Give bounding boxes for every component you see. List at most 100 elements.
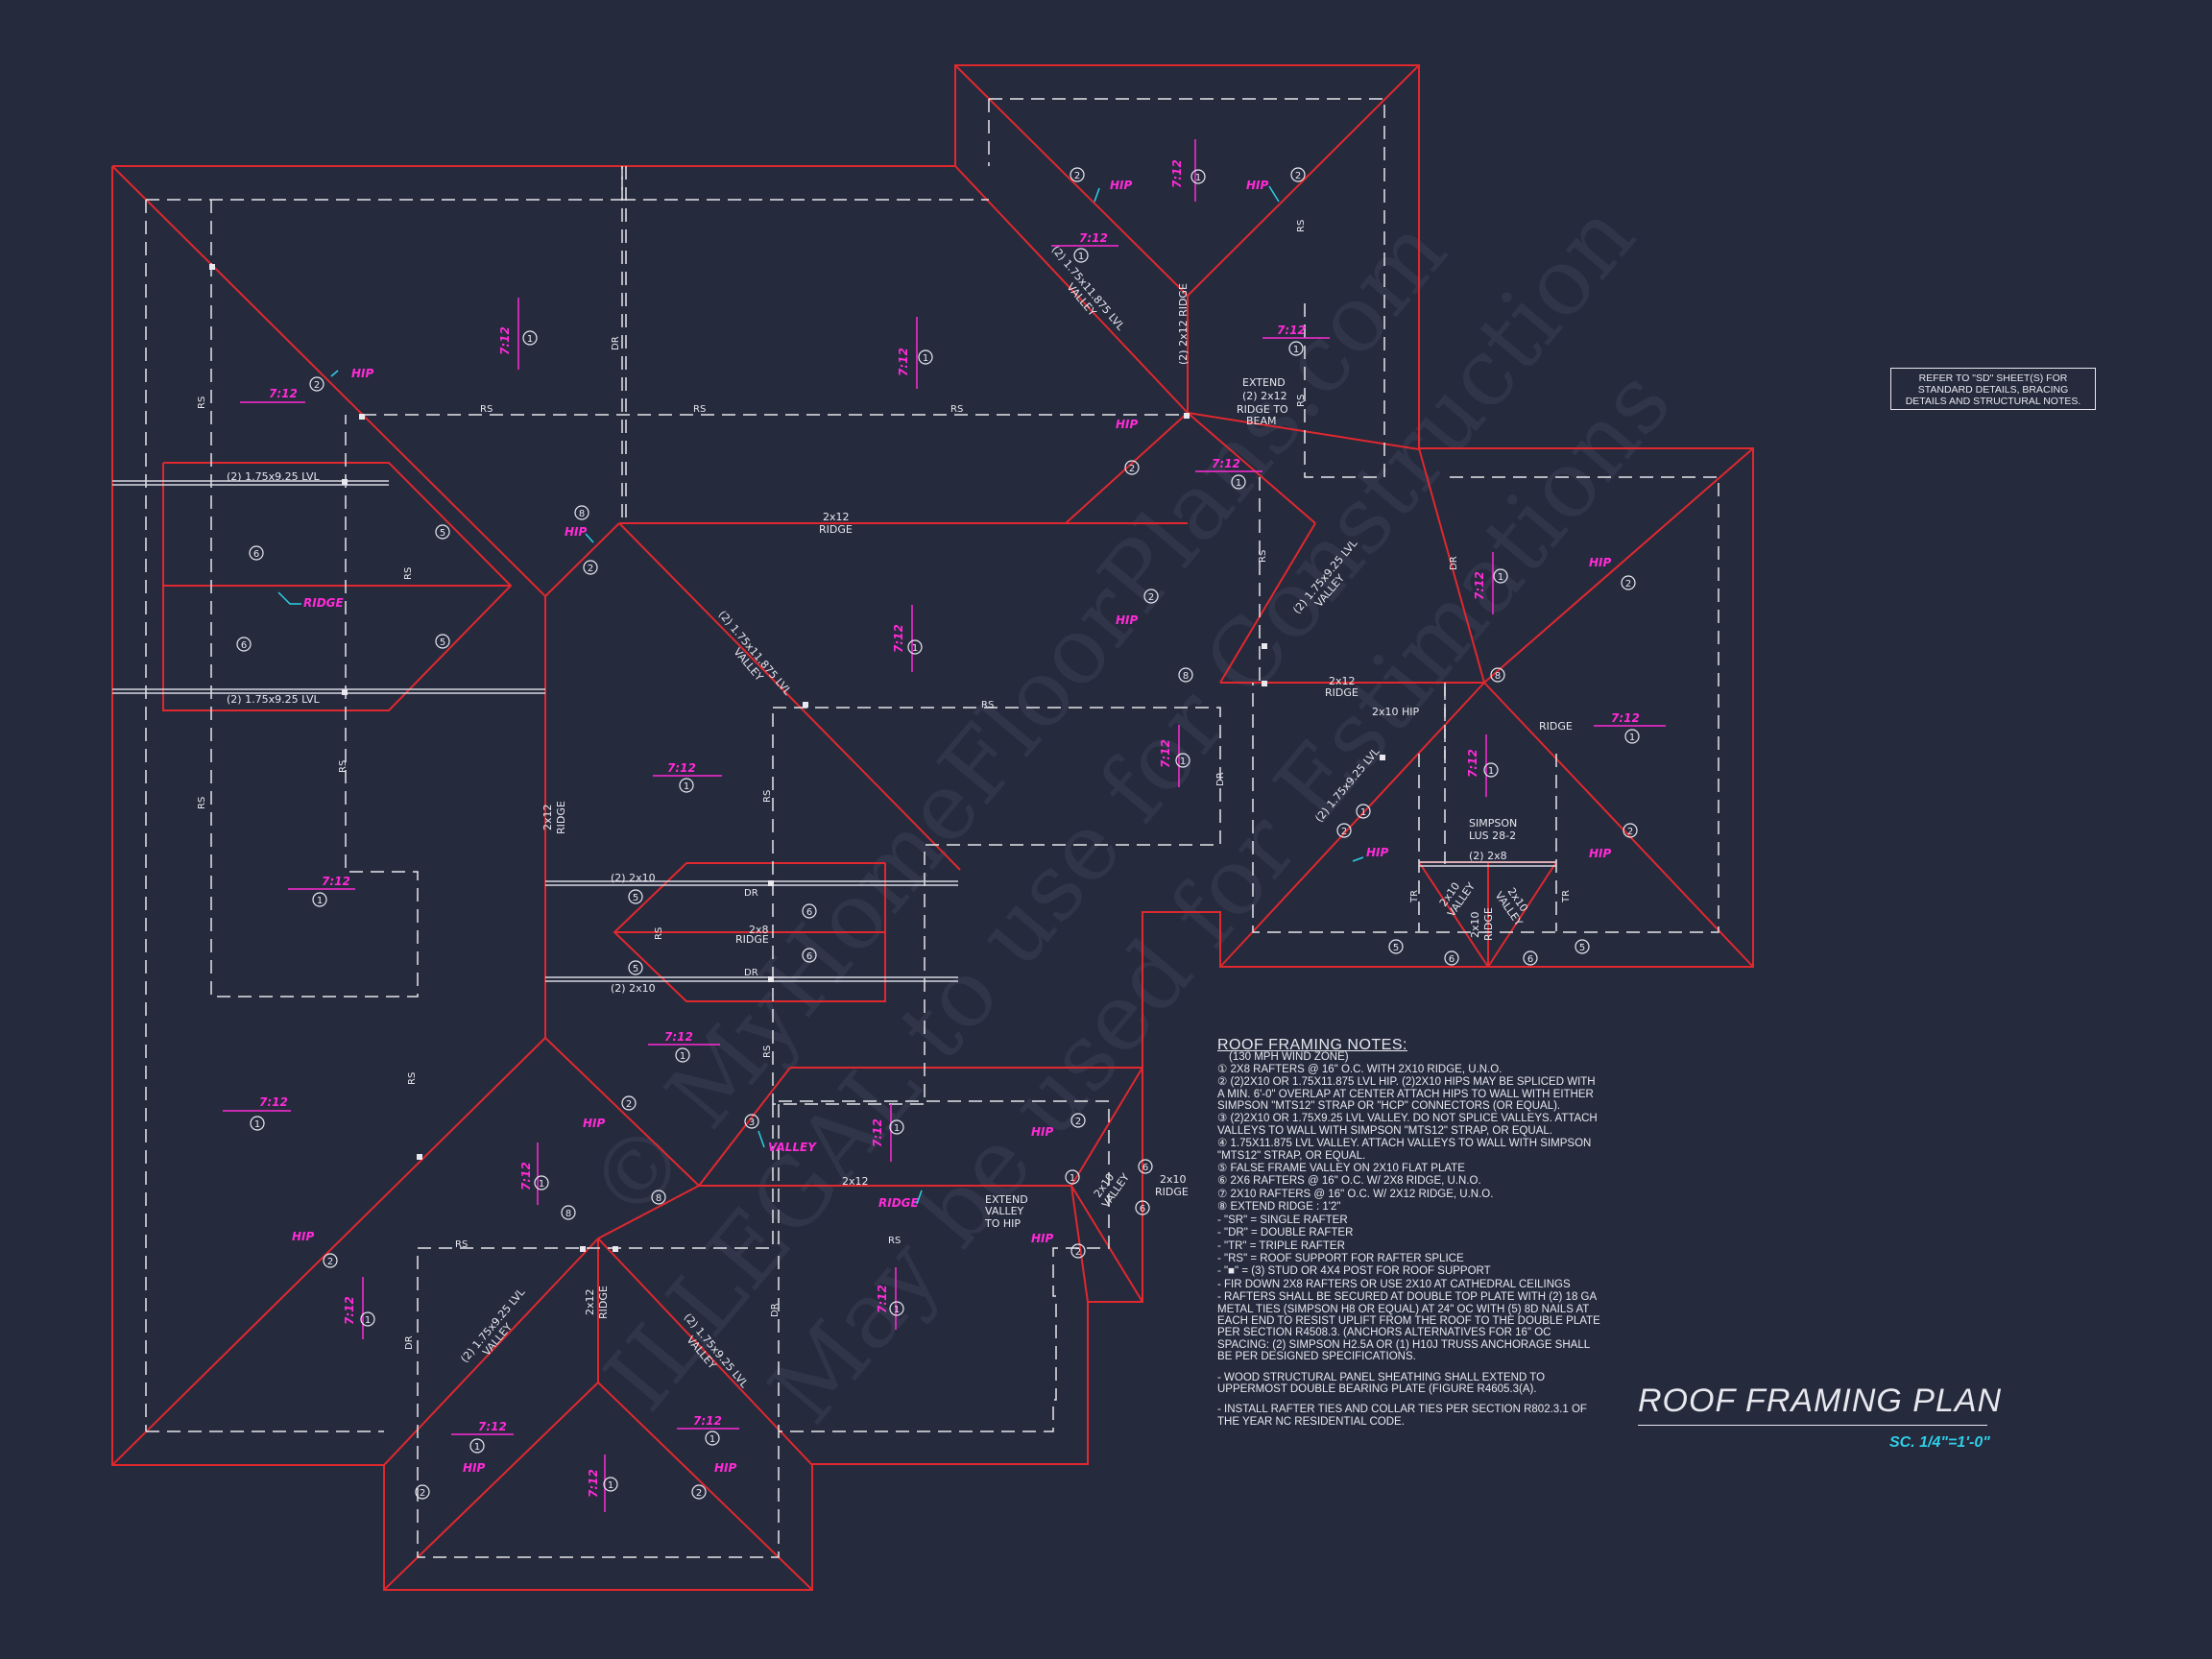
abbrev-rs: - "RS" = ROOF SUPPORT FOR RAFTER SPLICE bbox=[1217, 1252, 1464, 1264]
title-underline bbox=[1638, 1425, 1987, 1426]
svg-text:7:12: 7:12 bbox=[1277, 324, 1306, 337]
svg-text:(2) 2x8: (2) 2x8 bbox=[1469, 850, 1507, 862]
pitch-label: 7:12 bbox=[343, 1277, 364, 1339]
pitch-label: 7:12 bbox=[240, 387, 305, 403]
svg-text:2: 2 bbox=[1625, 579, 1631, 589]
svg-text:(2) 2x10: (2) 2x10 bbox=[611, 872, 656, 884]
svg-text:EXTEND: EXTEND bbox=[985, 1193, 1028, 1206]
svg-text:TR: TR bbox=[1409, 890, 1420, 903]
svg-text:1: 1 bbox=[527, 334, 533, 345]
svg-text:DR: DR bbox=[744, 968, 758, 978]
svg-text:RS: RS bbox=[762, 1046, 773, 1058]
svg-text:7:12: 7:12 bbox=[1611, 711, 1640, 725]
svg-text:7:12: 7:12 bbox=[1170, 159, 1184, 188]
svg-text:5: 5 bbox=[440, 637, 445, 648]
drawing-scale: SC. 1/4"=1'-0" bbox=[1889, 1434, 1990, 1451]
callout-1: 1 bbox=[675, 1047, 690, 1063]
callout-2: 2 bbox=[1336, 823, 1352, 838]
svg-text:HIP: HIP bbox=[1110, 179, 1133, 192]
pitch-label: 7:12 bbox=[1051, 231, 1118, 247]
callout-2: 2 bbox=[1290, 167, 1306, 182]
post-markers bbox=[209, 264, 1385, 1252]
callout-6: 6 bbox=[1523, 950, 1538, 966]
svg-text:1: 1 bbox=[365, 1315, 371, 1326]
callout-6: 6 bbox=[802, 948, 817, 963]
note-1: ① 2x8 RAFTERS @ 16" O.C. WITH 2X10 RIDGE… bbox=[1217, 1063, 1503, 1075]
svg-text:RIDGE: RIDGE bbox=[1325, 686, 1358, 699]
callout-1: 1 bbox=[1190, 169, 1206, 184]
callout-1: 1 bbox=[679, 778, 694, 793]
roof-outline bbox=[111, 64, 1754, 1591]
svg-text:HIP: HIP bbox=[351, 367, 374, 380]
svg-text:7:12: 7:12 bbox=[693, 1414, 722, 1428]
pitch-label: 7:12 bbox=[897, 317, 918, 389]
svg-text:2x12: 2x12 bbox=[584, 1288, 596, 1315]
svg-text:7:12: 7:12 bbox=[892, 624, 905, 653]
pitch-label: 7:12 bbox=[1159, 725, 1180, 787]
svg-text:SIMPSON: SIMPSON bbox=[1469, 817, 1517, 830]
svg-text:RS: RS bbox=[950, 404, 963, 415]
svg-text:7:12: 7:12 bbox=[1212, 457, 1240, 470]
svg-text:1: 1 bbox=[684, 781, 689, 792]
note-collar-ties: - INSTALL RAFTER TIES AND COLLAR TIES PE… bbox=[1217, 1404, 1587, 1428]
svg-text:7:12: 7:12 bbox=[1079, 231, 1108, 245]
svg-text:BEAM: BEAM bbox=[1246, 415, 1277, 427]
callout-8: 8 bbox=[561, 1205, 576, 1220]
callout-6: 6 bbox=[1135, 1200, 1150, 1215]
framing-abbreviations: RS RS RS RS RS RS RS RS RS RS RS RS RS R… bbox=[197, 220, 1572, 1350]
svg-text:1: 1 bbox=[894, 1305, 900, 1315]
reference-note-line: STANDARD DETAILS, BRACING bbox=[1917, 384, 2069, 396]
svg-text:LUS 28-2: LUS 28-2 bbox=[1469, 830, 1516, 842]
abbrev-tr: - "TR" = TRIPLE RAFTER bbox=[1217, 1239, 1345, 1252]
reference-note-line: DETAILS AND STRUCTURAL NOTES. bbox=[1905, 396, 2081, 407]
svg-text:7:12: 7:12 bbox=[667, 761, 696, 775]
middle-gable-bump bbox=[613, 862, 886, 1002]
svg-text:1: 1 bbox=[1629, 733, 1635, 743]
pitch-label: 7:12 bbox=[1170, 139, 1196, 202]
svg-text:2: 2 bbox=[1074, 171, 1080, 181]
pitch-label: 7:12 bbox=[451, 1420, 514, 1435]
svg-text:2x12: 2x12 bbox=[1329, 675, 1356, 687]
svg-text:7:12: 7:12 bbox=[1473, 571, 1486, 600]
callout-circles: 1 1 1 1 1 1 1 1 1 1 1 1 1 1 1 1 1 1 1 1 … bbox=[236, 167, 1640, 1500]
callout-2: 2 bbox=[621, 1095, 637, 1111]
pitch-label: 7:12 bbox=[288, 875, 355, 890]
callout-6: 6 bbox=[802, 903, 817, 919]
svg-text:8: 8 bbox=[1183, 671, 1189, 682]
svg-text:5: 5 bbox=[633, 964, 638, 974]
svg-text:HIP: HIP bbox=[1246, 179, 1269, 192]
callout-1: 1 bbox=[534, 1175, 549, 1190]
svg-text:1: 1 bbox=[894, 1123, 900, 1134]
svg-text:2: 2 bbox=[1129, 464, 1135, 474]
svg-text:2: 2 bbox=[327, 1257, 333, 1267]
svg-text:2: 2 bbox=[1295, 171, 1301, 181]
svg-text:6: 6 bbox=[253, 549, 259, 560]
pitch-label: 7:12 bbox=[677, 1414, 739, 1430]
pitch-label: 7:12 bbox=[653, 761, 722, 777]
svg-text:2: 2 bbox=[420, 1488, 425, 1499]
callout-1: 1 bbox=[889, 1301, 904, 1316]
callout-2: 2 bbox=[583, 560, 598, 575]
callout-1: 1 bbox=[1175, 753, 1190, 768]
svg-text:DR: DR bbox=[404, 1335, 415, 1350]
svg-text:6: 6 bbox=[1527, 954, 1533, 965]
pitch-label: 7:12 bbox=[1473, 552, 1494, 614]
svg-text:RIDGE: RIDGE bbox=[878, 1196, 920, 1210]
callout-1: 1 bbox=[1493, 568, 1508, 584]
callout-2: 2 bbox=[1070, 1113, 1086, 1128]
svg-text:7:12: 7:12 bbox=[259, 1095, 288, 1109]
svg-text:2x10 HIP: 2x10 HIP bbox=[1372, 706, 1420, 718]
svg-text:HIP: HIP bbox=[1366, 846, 1389, 859]
svg-text:5: 5 bbox=[1393, 943, 1399, 953]
pitch-label: 7:12 bbox=[892, 605, 913, 672]
svg-text:2x12: 2x12 bbox=[541, 804, 554, 830]
callout-1: 1 bbox=[889, 1119, 904, 1135]
svg-text:6: 6 bbox=[1140, 1204, 1145, 1214]
callout-2: 2 bbox=[1124, 460, 1140, 475]
svg-text:1: 1 bbox=[1498, 572, 1503, 583]
svg-text:(2) 2x12: (2) 2x12 bbox=[1242, 390, 1287, 402]
svg-text:RIDGE: RIDGE bbox=[1539, 720, 1573, 733]
svg-text:VALLEY: VALLEY bbox=[768, 1141, 817, 1154]
note-2: ② (2)2x10 OR 1.75x11.875 LVL HIP. (2)2x1… bbox=[1217, 1076, 1596, 1113]
svg-text:HIP: HIP bbox=[292, 1230, 315, 1243]
